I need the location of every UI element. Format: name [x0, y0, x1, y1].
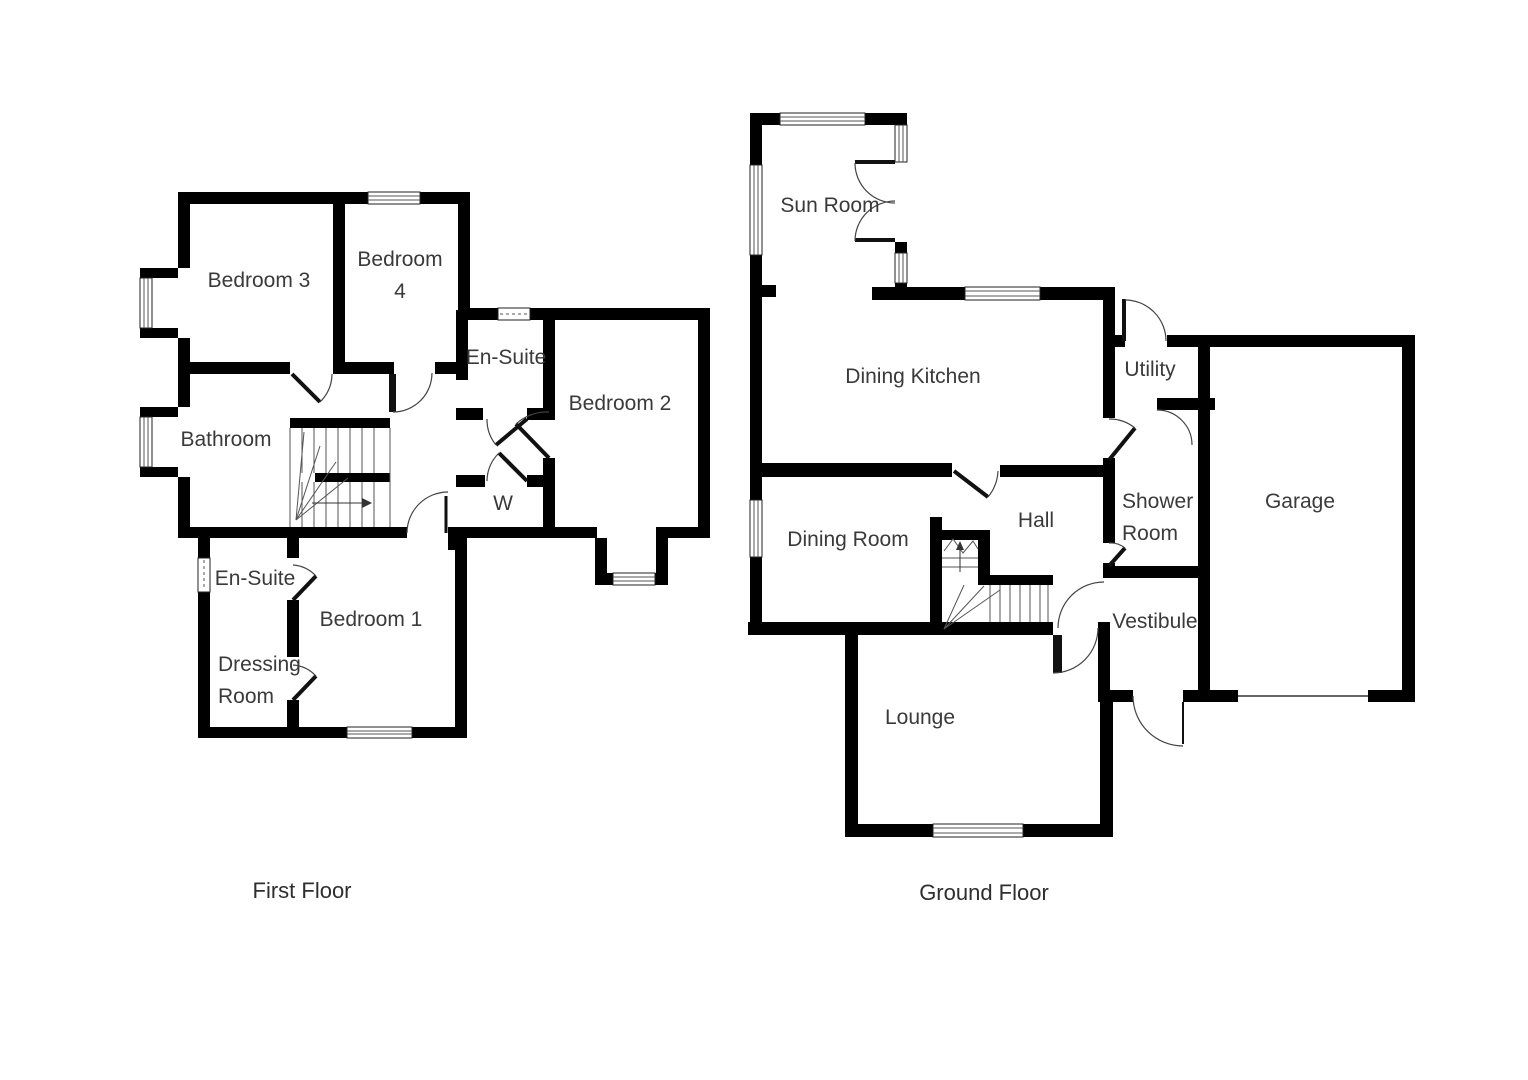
- room-label-bedroom-1: Bedroom 1: [319, 608, 423, 631]
- stair-treads-upper: [301, 428, 375, 473]
- stair-winder-lines: [295, 431, 349, 521]
- room-label-vestibule: Vestibule: [1112, 610, 1198, 633]
- ground-floor-title: Ground Floor: [919, 880, 1049, 905]
- room-label-bedroom-3: Bedroom 3: [207, 269, 311, 292]
- door-leaf: [389, 374, 396, 412]
- ground-floor-doors: [854, 160, 1193, 747]
- vent-window: [197, 557, 211, 593]
- room-label-bedroom-4: Bedroom 4: [357, 248, 443, 303]
- window: [346, 726, 413, 739]
- door-swing-arcs: [854, 162, 1193, 747]
- room-label-hall: Hall: [1017, 509, 1055, 532]
- room-label-en-suite-top: En-Suite: [465, 346, 547, 369]
- window: [779, 112, 866, 126]
- first-floor-windows: [139, 191, 656, 739]
- stair-winder-lines: [943, 584, 1001, 630]
- room-label-dining-kitchen: Dining Kitchen: [845, 365, 981, 388]
- room-label-lounge: Lounge: [884, 706, 956, 729]
- window: [894, 124, 908, 163]
- room-label-garage: Garage: [1264, 490, 1336, 513]
- window: [139, 416, 153, 468]
- door-leaf-lines: [952, 426, 1137, 568]
- window: [367, 191, 421, 205]
- first-floor-doors: [290, 372, 551, 702]
- room-label-wardrobe: W: [493, 492, 513, 515]
- room-label-utility: Utility: [1124, 358, 1176, 381]
- stair-treads-lower: [989, 585, 1049, 622]
- ground-floor-windows: [749, 112, 1368, 838]
- first-floor-plan: [139, 191, 710, 739]
- room-label-bathroom: Bathroom: [180, 428, 272, 451]
- obscure-window: [497, 307, 531, 321]
- room-label-sun-room: Sun Room: [780, 194, 880, 217]
- door-leaf-rects: [855, 160, 1126, 673]
- room-label-shower-room: Shower Room: [1122, 490, 1194, 545]
- stair-break-line: [943, 538, 979, 554]
- window: [932, 823, 1024, 838]
- door-leaf-lines: [290, 372, 551, 702]
- first-floor-title: First Floor: [252, 878, 352, 903]
- window: [749, 499, 763, 558]
- room-label-dressing-room: Dressing Room: [218, 653, 301, 708]
- window: [894, 252, 908, 284]
- ground-floor-walls: [748, 113, 1415, 837]
- window: [139, 277, 153, 329]
- window: [749, 164, 763, 256]
- stair-direction-arrow: [956, 541, 964, 572]
- first-floor-walls: [140, 192, 710, 738]
- room-label-dining-room: Dining Room: [787, 528, 909, 551]
- ground-floor-stairs: [942, 538, 1049, 630]
- ground-floor-plan: [748, 112, 1415, 838]
- first-floor-stairs: [289, 428, 391, 527]
- stair-direction-arrow: [312, 498, 372, 508]
- door-swing-arcs: [292, 372, 550, 677]
- window: [612, 572, 656, 586]
- window: [964, 286, 1041, 301]
- room-label-en-suite-master: En-Suite: [214, 567, 296, 590]
- room-label-bedroom-2: Bedroom 2: [568, 392, 672, 415]
